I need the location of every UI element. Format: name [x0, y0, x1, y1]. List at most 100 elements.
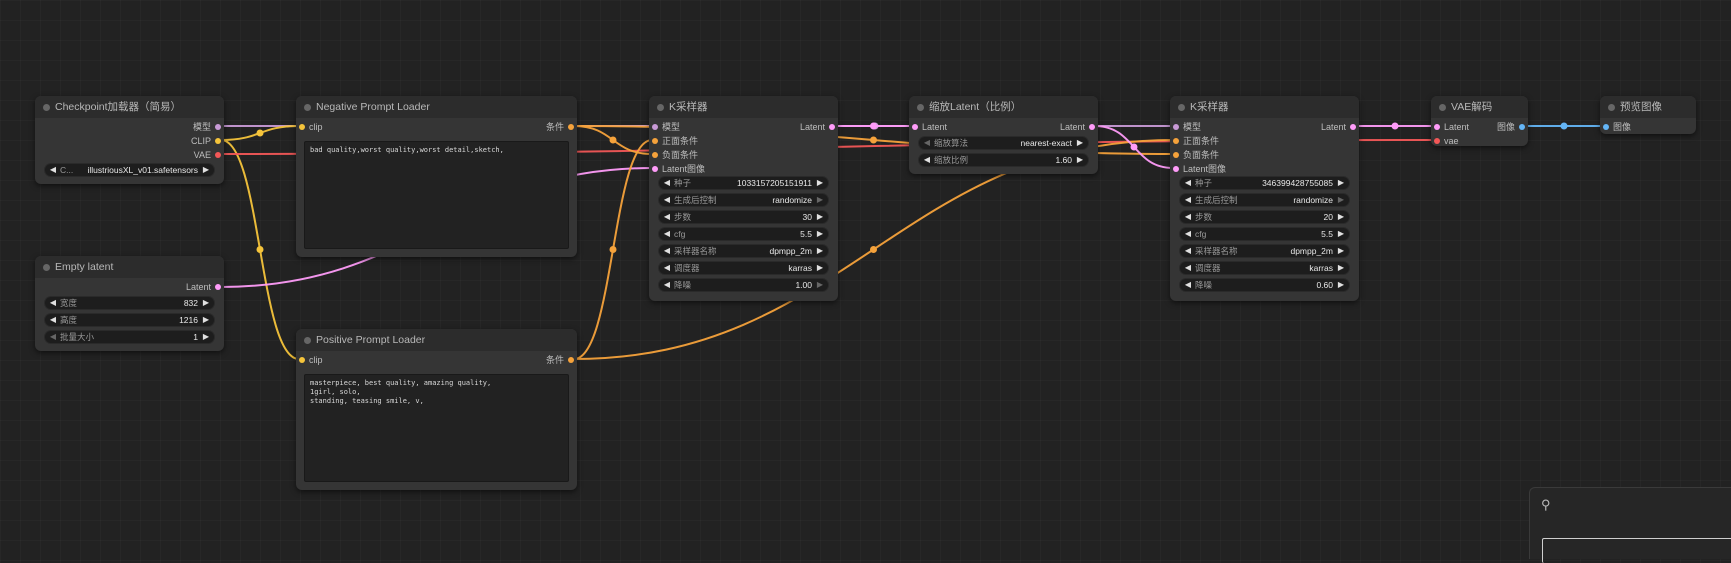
- arrow-right-icon[interactable]: ▶: [1337, 280, 1345, 289]
- wire-midpoint-dot[interactable]: [609, 246, 617, 253]
- collapse-dot-icon[interactable]: [304, 337, 311, 344]
- arrow-right-icon[interactable]: ▶: [816, 246, 824, 255]
- arrow-left-icon[interactable]: ◀: [1184, 195, 1192, 204]
- arrow-right-icon[interactable]: ▶: [1337, 263, 1345, 272]
- negative-prompt-textarea[interactable]: bad quality,worst quality,worst detail,s…: [304, 141, 569, 249]
- collapse-dot-icon[interactable]: [657, 104, 664, 111]
- input-positive[interactable]: 正面条件: [1173, 135, 1219, 147]
- output-latent[interactable]: Latent: [186, 281, 221, 293]
- collapse-dot-icon[interactable]: [1178, 104, 1185, 111]
- input-model[interactable]: 模型: [1173, 121, 1201, 133]
- arrow-left-icon[interactable]: ◀: [49, 315, 57, 324]
- input-vae[interactable]: vae: [1434, 135, 1459, 147]
- arrow-right-icon[interactable]: ▶: [816, 280, 824, 289]
- arrow-right-icon[interactable]: ▶: [202, 165, 210, 174]
- output-clip[interactable]: CLIP: [191, 135, 221, 147]
- collapse-dot-icon[interactable]: [1439, 104, 1446, 111]
- port-latent-icon[interactable]: [1434, 124, 1440, 130]
- port-conditioning-icon[interactable]: [1173, 138, 1179, 144]
- arrow-left-icon[interactable]: ◀: [49, 332, 57, 341]
- port-latent-icon[interactable]: [912, 124, 918, 130]
- output-vae[interactable]: VAE: [194, 149, 221, 161]
- port-clip-icon[interactable]: [299, 357, 305, 363]
- port-image-icon[interactable]: [1603, 124, 1609, 130]
- output-latent[interactable]: Latent: [1060, 121, 1095, 133]
- input-latent[interactable]: Latent: [1434, 121, 1469, 133]
- settings-sliders-icon[interactable]: ⚲: [1541, 497, 1551, 512]
- arrow-left-icon[interactable]: ◀: [663, 280, 671, 289]
- arrow-left-icon[interactable]: ◀: [1184, 178, 1192, 187]
- wire-midpoint-dot[interactable]: [871, 122, 879, 130]
- input-latent-image[interactable]: Latent图像: [1173, 163, 1226, 175]
- output-latent[interactable]: Latent: [1321, 121, 1356, 133]
- arrow-left-icon[interactable]: ◀: [923, 138, 931, 147]
- floating-panel[interactable]: ⚲: [1529, 487, 1731, 563]
- negative-prompt-node[interactable]: Negative Prompt Loader clip 条件 bad quali…: [296, 96, 577, 257]
- arrow-right-icon[interactable]: ▶: [202, 298, 210, 307]
- collapse-dot-icon[interactable]: [43, 264, 50, 271]
- wire-midpoint-dot[interactable]: [1391, 122, 1399, 130]
- input-clip[interactable]: clip: [299, 354, 323, 366]
- collapse-dot-icon[interactable]: [43, 104, 50, 111]
- port-model-icon[interactable]: [1173, 124, 1179, 130]
- port-clip-icon[interactable]: [215, 138, 221, 144]
- arrow-right-icon[interactable]: ▶: [1337, 178, 1345, 187]
- arrow-right-icon[interactable]: ▶: [1076, 138, 1084, 147]
- port-vae-icon[interactable]: [1434, 138, 1440, 144]
- node-title[interactable]: Positive Prompt Loader: [296, 329, 577, 351]
- port-latent-icon[interactable]: [1173, 166, 1179, 172]
- arrow-left-icon[interactable]: ◀: [49, 298, 57, 307]
- checkpoint-loader-node[interactable]: Checkpoint加载器（简易） 模型 CLIP VAE ◀ C... ill…: [35, 96, 224, 184]
- collapse-dot-icon[interactable]: [1608, 104, 1615, 111]
- arrow-left-icon[interactable]: ◀: [663, 263, 671, 272]
- output-conditioning[interactable]: 条件: [546, 354, 574, 366]
- vae-decode-node[interactable]: VAE解码 Latent vae 图像: [1431, 96, 1528, 146]
- port-latent-icon[interactable]: [1089, 124, 1095, 130]
- port-model-icon[interactable]: [652, 124, 658, 130]
- wire-midpoint-dot[interactable]: [1560, 122, 1568, 130]
- port-latent-icon[interactable]: [829, 124, 835, 130]
- output-conditioning[interactable]: 条件: [546, 121, 574, 133]
- port-model-icon[interactable]: [215, 124, 221, 130]
- arrow-right-icon[interactable]: ▶: [1337, 229, 1345, 238]
- wire-midpoint-dot[interactable]: [870, 122, 877, 130]
- output-image[interactable]: 图像: [1497, 121, 1525, 133]
- port-conditioning-icon[interactable]: [652, 138, 658, 144]
- output-latent[interactable]: Latent: [800, 121, 835, 133]
- wire-midpoint-dot[interactable]: [870, 246, 877, 253]
- arrow-left-icon[interactable]: ◀: [663, 195, 671, 204]
- arrow-left-icon[interactable]: ◀: [1184, 212, 1192, 221]
- arrow-right-icon[interactable]: ▶: [816, 229, 824, 238]
- arrow-right-icon[interactable]: ▶: [816, 178, 824, 187]
- arrow-left-icon[interactable]: ◀: [663, 246, 671, 255]
- panel-input-box[interactable]: [1542, 538, 1731, 563]
- arrow-right-icon[interactable]: ▶: [202, 315, 210, 324]
- preview-image-node[interactable]: 预览图像 图像: [1600, 96, 1696, 134]
- port-conditioning-icon[interactable]: [1173, 152, 1179, 158]
- arrow-right-icon[interactable]: ▶: [816, 263, 824, 272]
- port-clip-icon[interactable]: [299, 124, 305, 130]
- arrow-right-icon[interactable]: ▶: [1337, 195, 1345, 204]
- arrow-left-icon[interactable]: ◀: [1184, 229, 1192, 238]
- ckpt-name-combo[interactable]: ◀ C... illustriousXL_v01.safetensors ▶: [44, 163, 215, 177]
- input-negative[interactable]: 负面条件: [652, 149, 698, 161]
- wire-midpoint-dot[interactable]: [1130, 143, 1138, 151]
- port-vae-icon[interactable]: [215, 152, 221, 158]
- arrow-right-icon[interactable]: ▶: [1337, 212, 1345, 221]
- arrow-right-icon[interactable]: ▶: [816, 212, 824, 221]
- node-title[interactable]: 缩放Latent（比例）: [909, 96, 1098, 118]
- port-image-icon[interactable]: [1519, 124, 1525, 130]
- wire-midpoint-dot[interactable]: [256, 129, 264, 137]
